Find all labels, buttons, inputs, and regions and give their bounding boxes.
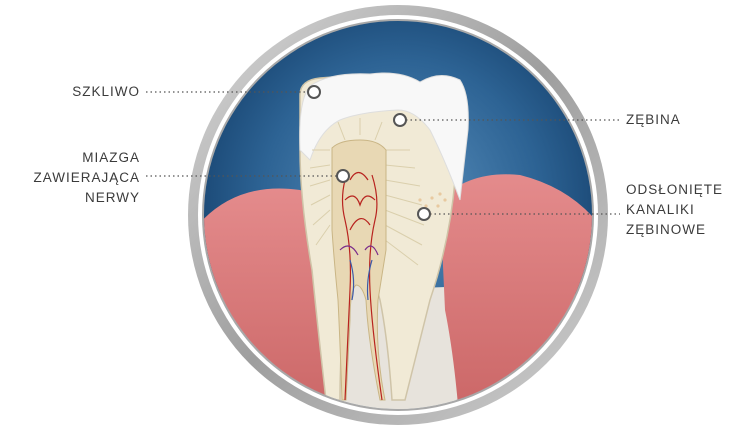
marker-tubules (418, 208, 430, 220)
label-pulp: MIAZGA ZAWIERAJĄCA NERWY (33, 148, 140, 208)
label-exposed-tubules: ODSŁONIĘTE KANALIKI ZĘBINOWE (626, 180, 723, 240)
label-dentin: ZĘBINA (626, 110, 681, 130)
marker-dentin (394, 114, 406, 126)
marker-pulp (337, 170, 349, 182)
marker-enamel (308, 86, 320, 98)
label-enamel: SZKLIWO (72, 82, 140, 102)
